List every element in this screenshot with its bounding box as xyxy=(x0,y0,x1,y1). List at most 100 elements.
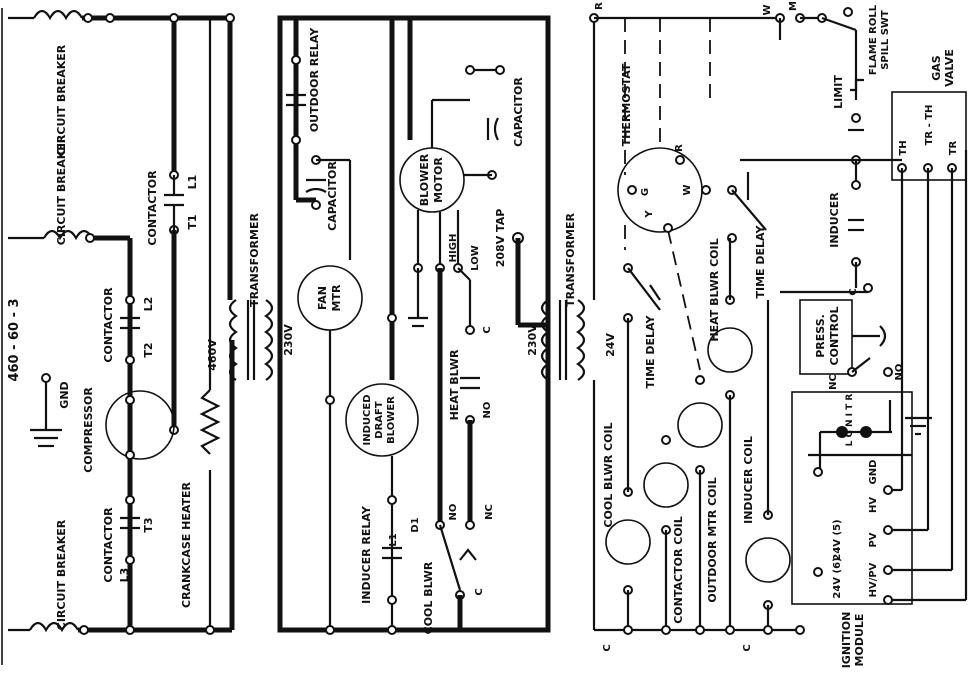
contactor-bot-label: CONTACTOR xyxy=(102,507,115,583)
press-symbol xyxy=(879,325,887,347)
heat-blwr-label: HEAT BLWR xyxy=(448,349,461,420)
time-delay-2-label: TIME DELAY xyxy=(754,224,767,298)
l1-top-label: L1 xyxy=(186,175,199,190)
terminal xyxy=(863,283,873,293)
limit-label: LIMIT xyxy=(832,75,845,109)
heat-blwr-coil xyxy=(707,327,753,373)
outdoor-relay-label: OUTDOOR RELAY xyxy=(308,27,321,132)
terminal xyxy=(695,625,705,635)
low-label: LOW xyxy=(470,245,481,271)
thermostat-w-label: W xyxy=(682,184,693,195)
crankcase-heater-label: CRANKCASE HEATER xyxy=(180,481,193,608)
terminal xyxy=(623,625,633,635)
terminal xyxy=(883,595,893,605)
transformer-right-secondary xyxy=(576,299,586,381)
blower-motor-label-1: BLOWER xyxy=(418,153,431,206)
terminal xyxy=(79,625,89,635)
time-delay-tick xyxy=(649,284,661,301)
t3-label: T3 xyxy=(142,517,155,532)
terminal xyxy=(851,113,861,123)
labels-group: 460 - 60 - 3 GND CIRCUIT BREAKER CIRCUIT… xyxy=(7,1,959,668)
terminal xyxy=(85,233,95,243)
transformer-left-label: TRANSFORMER xyxy=(248,213,261,307)
v230-left-label: 230V xyxy=(282,324,295,356)
cool-relay-arm xyxy=(438,524,462,591)
inducer-label: INDUCER xyxy=(828,192,841,248)
terminal xyxy=(325,625,335,635)
ignition-module-box xyxy=(791,391,913,605)
terminal xyxy=(125,355,135,365)
inducer-coil-label: INDUCER COIL xyxy=(742,436,755,524)
contactor-coil xyxy=(643,462,689,508)
cb-mid-coil xyxy=(43,229,93,241)
terminal xyxy=(495,65,505,75)
capacitor-right-label: CAPACITOR xyxy=(512,77,525,147)
high-label: HIGH xyxy=(448,234,459,263)
cap-right-plate-curve xyxy=(493,117,499,141)
thermostat-y xyxy=(663,223,673,233)
l3-label: L3 xyxy=(118,568,131,583)
no-cool-label: NO xyxy=(448,504,459,521)
terminal xyxy=(843,7,853,17)
terminal xyxy=(795,625,805,635)
cool-blwr-coil-label: COOL BLWR COIL xyxy=(602,422,615,527)
terminal xyxy=(387,313,397,323)
time-delay-arm xyxy=(627,267,661,311)
terminal xyxy=(387,595,397,605)
c-blower-label: C xyxy=(482,326,493,333)
terminal xyxy=(695,375,705,385)
terminal xyxy=(125,395,135,405)
compressor-circle xyxy=(105,390,175,460)
v24-6-label: 24V (6) xyxy=(832,557,843,598)
induced-label-2: DRAFT xyxy=(374,401,385,439)
terminal xyxy=(387,625,397,635)
terminal xyxy=(763,625,773,635)
terminal xyxy=(813,567,823,577)
cool-relay-tick xyxy=(459,548,477,561)
l2-label: L2 xyxy=(142,297,155,312)
press-switch-arm xyxy=(851,357,871,373)
thermostat-r xyxy=(675,155,685,165)
cb-bot-coil xyxy=(29,621,79,633)
blower-motor-label-2: MOTOR xyxy=(432,157,445,203)
contactor-mid-label: CONTACTOR xyxy=(102,287,115,363)
terminal xyxy=(125,555,135,565)
terminal xyxy=(661,435,671,445)
terminal xyxy=(291,55,301,65)
induced-draft-blower-circle xyxy=(345,383,419,457)
press-label-2: CONTROL xyxy=(828,307,841,366)
terminal xyxy=(83,13,93,23)
thermostat-r-label: R xyxy=(674,144,685,152)
terminal xyxy=(325,395,335,405)
flame-roll-arm xyxy=(821,16,857,32)
hv-pv-label: HV/PV xyxy=(868,562,879,597)
terminal xyxy=(883,565,893,575)
transformer-left-secondary xyxy=(264,299,274,381)
outdoor-mtr-coil xyxy=(677,402,723,448)
gnd-terminal xyxy=(41,373,51,383)
press-label-1: PRESS. xyxy=(814,314,827,358)
terminal xyxy=(291,135,301,145)
cb-top-label: CIRCUIT BREAKER xyxy=(55,44,68,155)
d1-label: D1 xyxy=(410,517,421,532)
gnd-label: GND xyxy=(58,381,71,408)
crankcase-heater-zigzag xyxy=(199,389,221,455)
time-delay-arm xyxy=(731,189,767,231)
tr-th-label: TR - TH xyxy=(924,105,935,146)
terminal xyxy=(883,367,893,377)
contactor-top-label: CONTACTOR xyxy=(146,170,159,246)
fan-mtr-label-2: MTR xyxy=(330,284,343,311)
terminal xyxy=(813,467,823,477)
terminal xyxy=(205,625,215,635)
terminal xyxy=(105,13,115,23)
thermostat-w xyxy=(701,185,711,195)
flame-roll-label: FLAME ROLL xyxy=(868,4,879,75)
terminal xyxy=(725,625,735,635)
t1-top-label: T1 xyxy=(186,214,199,229)
transformer-left-primary xyxy=(228,299,238,381)
low-wire xyxy=(457,267,471,281)
terminal xyxy=(169,13,179,23)
terminal xyxy=(465,325,475,335)
cap-plate-curve xyxy=(305,187,327,193)
